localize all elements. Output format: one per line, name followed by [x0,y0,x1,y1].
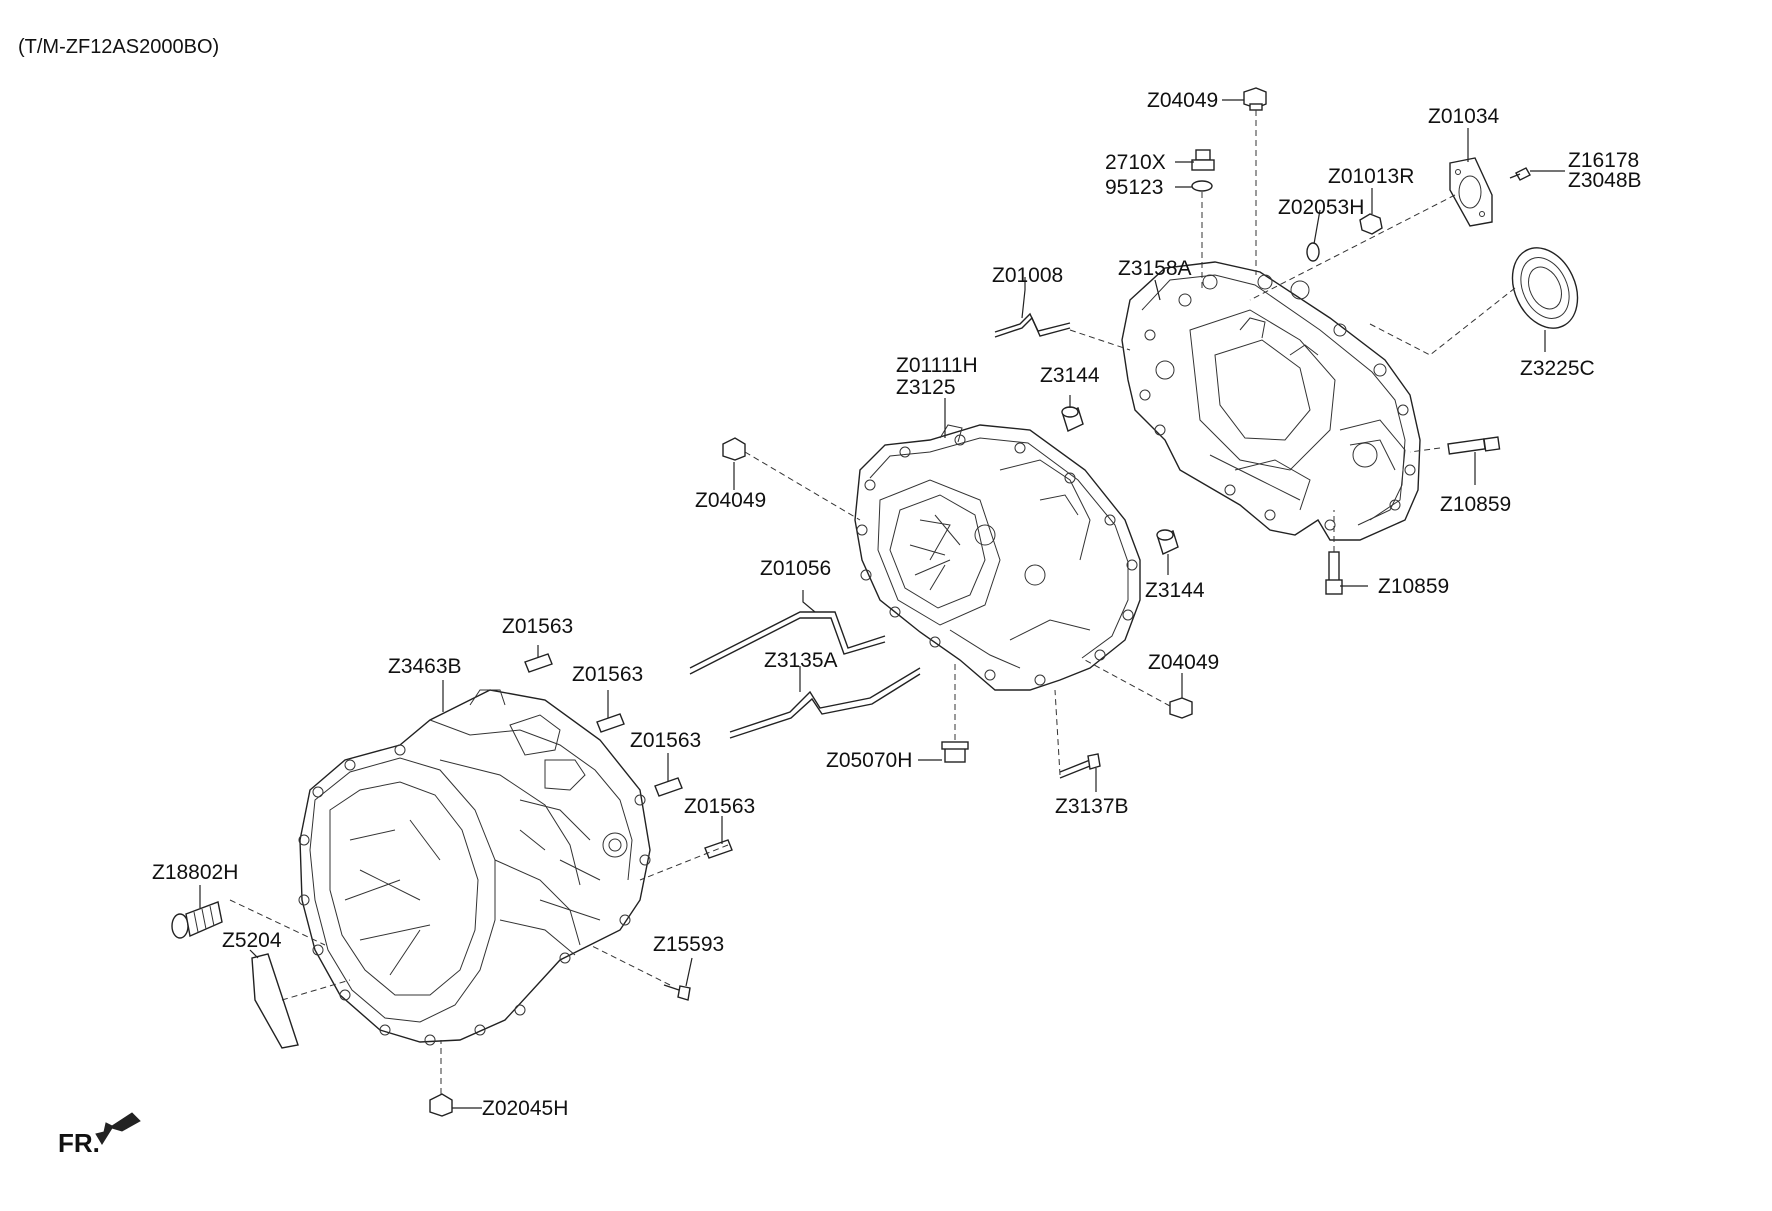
part-label-z04049-top[interactable]: Z04049 [1147,89,1219,112]
bolt-z04049-top [1243,87,1267,111]
front-housing-drawing [298,689,651,1046]
pipe-z01056 [689,611,886,669]
pipe-z3135a [729,667,921,733]
part-label-z10859-right[interactable]: Z10859 [1440,493,1512,516]
model-code: (T/M-ZF12AS2000BO) [18,36,220,58]
part-label-z01056[interactable]: Z01056 [760,557,832,580]
part-label-z01013r[interactable]: Z01013R [1328,165,1415,188]
part-label-z04049-left[interactable]: Z04049 [695,489,767,512]
leader-lines [199,99,1565,1109]
bolt-z04049-mid [1169,697,1193,719]
sensor-z10859-right [1447,436,1501,455]
front-direction-label: FR. [58,1128,100,1158]
part-label-z5204[interactable]: Z5204 [222,929,282,952]
part-label-z3135a[interactable]: Z3135A [764,649,838,672]
dowel-z3144-mid [1156,529,1179,555]
dowel-z01563-2 [596,713,625,733]
part-label-z01034[interactable]: Z01034 [1428,105,1500,128]
part-label-z02045h[interactable]: Z02045H [482,1097,569,1120]
part-label-z01008[interactable]: Z01008 [992,264,1064,287]
part-label-z3144-top[interactable]: Z3144 [1040,364,1100,387]
part-label-z04049-mid[interactable]: Z04049 [1148,651,1220,674]
dowel-z3144-top [1061,406,1084,432]
bolt-z15593 [663,984,691,1001]
breather-z18802h [171,901,223,939]
bearing-z3225c [1511,247,1579,329]
part-label-z18802h[interactable]: Z18802H [152,861,239,884]
intermediate-housing-drawing [854,424,1141,691]
washer-95123 [1191,180,1213,192]
arrow-left-down-icon [95,1112,141,1145]
bolt-z16178 [1509,167,1531,181]
part-label-z01563-1[interactable]: Z01563 [502,615,574,638]
bolt-z3137b [1059,753,1101,779]
part-label-z3225c[interactable]: Z3225C [1520,357,1595,380]
part-label-z3137b[interactable]: Z3137B [1055,795,1129,818]
part-label-z3125[interactable]: Z3125 [896,376,956,399]
nut-z01013r [1359,213,1383,235]
washer-z02053h [1306,242,1320,262]
part-label-z01563-3[interactable]: Z01563 [630,729,702,752]
plug-z05070h [941,741,969,763]
dowel-z01563-1 [524,653,553,673]
part-label-95123[interactable]: 95123 [1105,176,1164,199]
part-label-z10859-bottom[interactable]: Z10859 [1378,575,1450,598]
rear-housing-drawing [1121,261,1421,541]
cover-plate-z01034 [1449,157,1493,227]
part-label-z3463b[interactable]: Z3463B [388,655,462,678]
dowel-z01563-3 [654,777,683,797]
part-label-z3048b[interactable]: Z3048B [1568,169,1642,192]
part-label-z05070h[interactable]: Z05070H [826,749,913,772]
part-label-z16178[interactable]: Z16178 [1568,149,1640,172]
part-label-z3144-mid[interactable]: Z3144 [1145,579,1205,602]
part-label-2710x[interactable]: 2710X [1105,151,1166,174]
bolt-z04049-left [722,437,746,461]
part-label-z01111h[interactable]: Z01111H [896,354,978,377]
part-label-z01563-2[interactable]: Z01563 [572,663,644,686]
part-label-z02053h[interactable]: Z02053H [1278,196,1365,219]
plug-2710x [1191,149,1215,171]
sensor-z10859-bottom [1325,551,1343,595]
part-label-z15593[interactable]: Z15593 [653,933,725,956]
bolt-z02045h [429,1093,453,1117]
plate-z5204 [251,953,299,1049]
part-label-z3158a[interactable]: Z3158A [1118,257,1192,280]
part-label-z01563-4[interactable]: Z01563 [684,795,756,818]
assembly-lines [229,110,1516,1094]
